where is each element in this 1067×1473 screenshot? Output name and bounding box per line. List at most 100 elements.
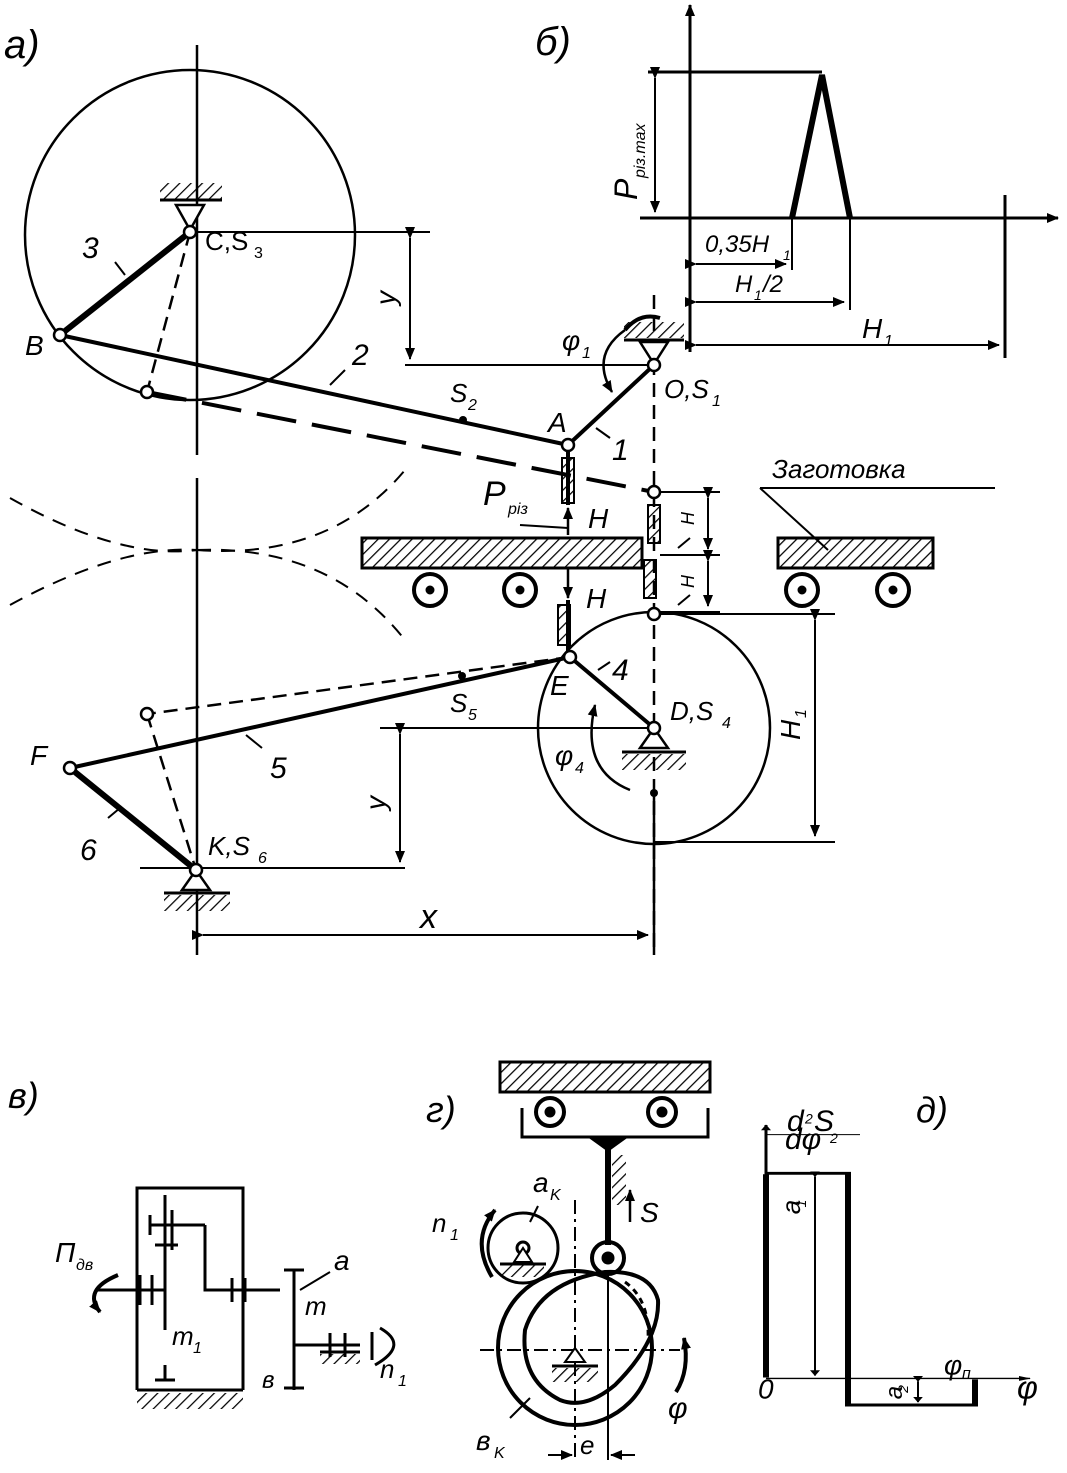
label-n1-g: n	[432, 1208, 446, 1238]
link-5-label-leader	[245, 734, 263, 749]
label-a1: a	[776, 1200, 806, 1214]
link-5	[69, 655, 571, 770]
label-phi4-sub: 4	[575, 760, 584, 777]
lower-cutter	[557, 604, 571, 646]
label-n1-g-sub: 1	[450, 1227, 459, 1244]
link-2	[59, 333, 569, 447]
label-phi-g: φ	[668, 1392, 688, 1425]
label-vk-sub: K	[494, 1445, 506, 1462]
label-y-bottom: y	[360, 794, 391, 812]
panel-g-cam	[479, 1060, 712, 1460]
label-dim-full-sub: 1	[884, 333, 893, 350]
label-h-small-1: H	[678, 511, 698, 525]
label-p-riz: P	[483, 475, 506, 513]
panel-label-v: в)	[8, 1075, 39, 1116]
p-riz-leader	[519, 524, 569, 529]
label-s5-sub: 5	[468, 707, 477, 724]
label-n1-v: n	[380, 1354, 394, 1384]
link-3-dashed-position	[145, 231, 192, 393]
label-phi-n-sub: п	[962, 1365, 971, 1382]
label-dim-035-sub: 1	[783, 247, 791, 263]
label-p-max: P	[608, 178, 644, 200]
joints	[52, 224, 662, 878]
label-x: x	[418, 898, 438, 936]
panel-d-acceleration	[761, 1124, 1031, 1407]
panel-d-labels: д) d 2 S dφ 2 a 1 a 2 φ п φ 0	[758, 1090, 1038, 1406]
dashed-arc-lower-left	[9, 548, 198, 606]
label-ak: a	[533, 1167, 549, 1198]
label-d2s-sup: 2	[804, 1111, 813, 1127]
link-4	[568, 655, 656, 730]
label-dim-half-tail: /2	[761, 271, 783, 298]
dashed-arc-lower-right	[196, 548, 406, 641]
label-1: 1	[612, 434, 629, 467]
label-5: 5	[270, 752, 287, 785]
label-gear-m1-sub: 1	[193, 1340, 202, 1357]
panel-b-force-diagram	[640, 4, 1059, 358]
link-6-dashed-position	[145, 713, 198, 871]
link-4-label-leader	[597, 661, 611, 671]
g-table	[498, 1060, 712, 1094]
label-k-sub: 6	[258, 850, 267, 867]
link-2-label-leader	[329, 369, 346, 386]
label-gear-a: a	[334, 1245, 350, 1276]
label-o: O,S	[664, 374, 709, 404]
label-dim-half-sub: 1	[754, 287, 762, 303]
label-y-top: y	[370, 289, 401, 307]
label-h-small-2: H	[678, 574, 698, 588]
support-c	[160, 183, 222, 233]
label-zero: 0	[758, 1374, 774, 1405]
label-a2-sub: 2	[895, 1385, 911, 1394]
label-p-dv: П	[55, 1237, 76, 1268]
label-phi-n: φ	[944, 1350, 962, 1381]
label-b: B	[25, 330, 44, 361]
right-upper-cutter	[647, 504, 661, 544]
label-s5: S	[450, 688, 468, 718]
link-6	[68, 765, 198, 873]
label-gear-m1: m	[172, 1321, 194, 1351]
label-phi-d: φ	[1017, 1370, 1038, 1406]
support-k	[164, 867, 230, 911]
table-center	[360, 536, 644, 570]
label-f: F	[30, 740, 49, 771]
label-e: E	[550, 670, 569, 701]
label-a2: a	[881, 1386, 908, 1399]
panel-b-labels: б) P різ.max 0,35H 1 H 1 /2 H 1	[535, 20, 893, 350]
panel-label-d: д)	[916, 1090, 948, 1131]
g-cam-profile	[522, 1269, 661, 1405]
label-workpiece: Заготовка	[772, 454, 906, 484]
label-h-upper: H	[588, 503, 609, 534]
panel-g-labels: г) a K n 1 S φ в K e	[426, 1089, 688, 1462]
right-lower-cutter	[643, 559, 657, 599]
label-a-point: A	[546, 407, 567, 438]
label-phi4: φ	[555, 740, 573, 771]
label-vk: в	[476, 1425, 491, 1456]
small-h-tick-2	[677, 594, 691, 606]
dashed-arc-upper-left	[9, 497, 198, 553]
workpiece-leader-d	[759, 487, 829, 551]
label-h-lower: H	[586, 583, 607, 614]
label-s2-sub: 2	[467, 397, 477, 414]
link-1	[566, 363, 656, 447]
phi4-arc	[587, 704, 631, 792]
table-center-wheels	[412, 572, 538, 608]
label-k: K,S	[208, 831, 251, 861]
label-h1: H	[775, 719, 806, 740]
label-a1-sub: 1	[793, 1200, 809, 1208]
panel-label-g: г)	[426, 1089, 456, 1130]
label-c-sub: 3	[254, 245, 263, 262]
label-d: D,S	[670, 696, 714, 726]
label-gear-m: m	[305, 1291, 327, 1321]
label-p-max-sub: різ.max	[632, 122, 649, 179]
label-phi1: φ	[562, 325, 580, 356]
label-o-sub: 1	[712, 393, 721, 410]
label-dim-035: 0,35H	[705, 231, 770, 258]
label-dim-half: H	[735, 271, 753, 298]
g-small-gear	[486, 1211, 560, 1285]
d-acceleration-law	[766, 1171, 978, 1407]
panel-a-mechanism	[9, 45, 995, 955]
label-dphi2: dφ	[785, 1123, 821, 1156]
label-c: C,S	[205, 226, 248, 256]
label-4: 4	[612, 654, 629, 687]
